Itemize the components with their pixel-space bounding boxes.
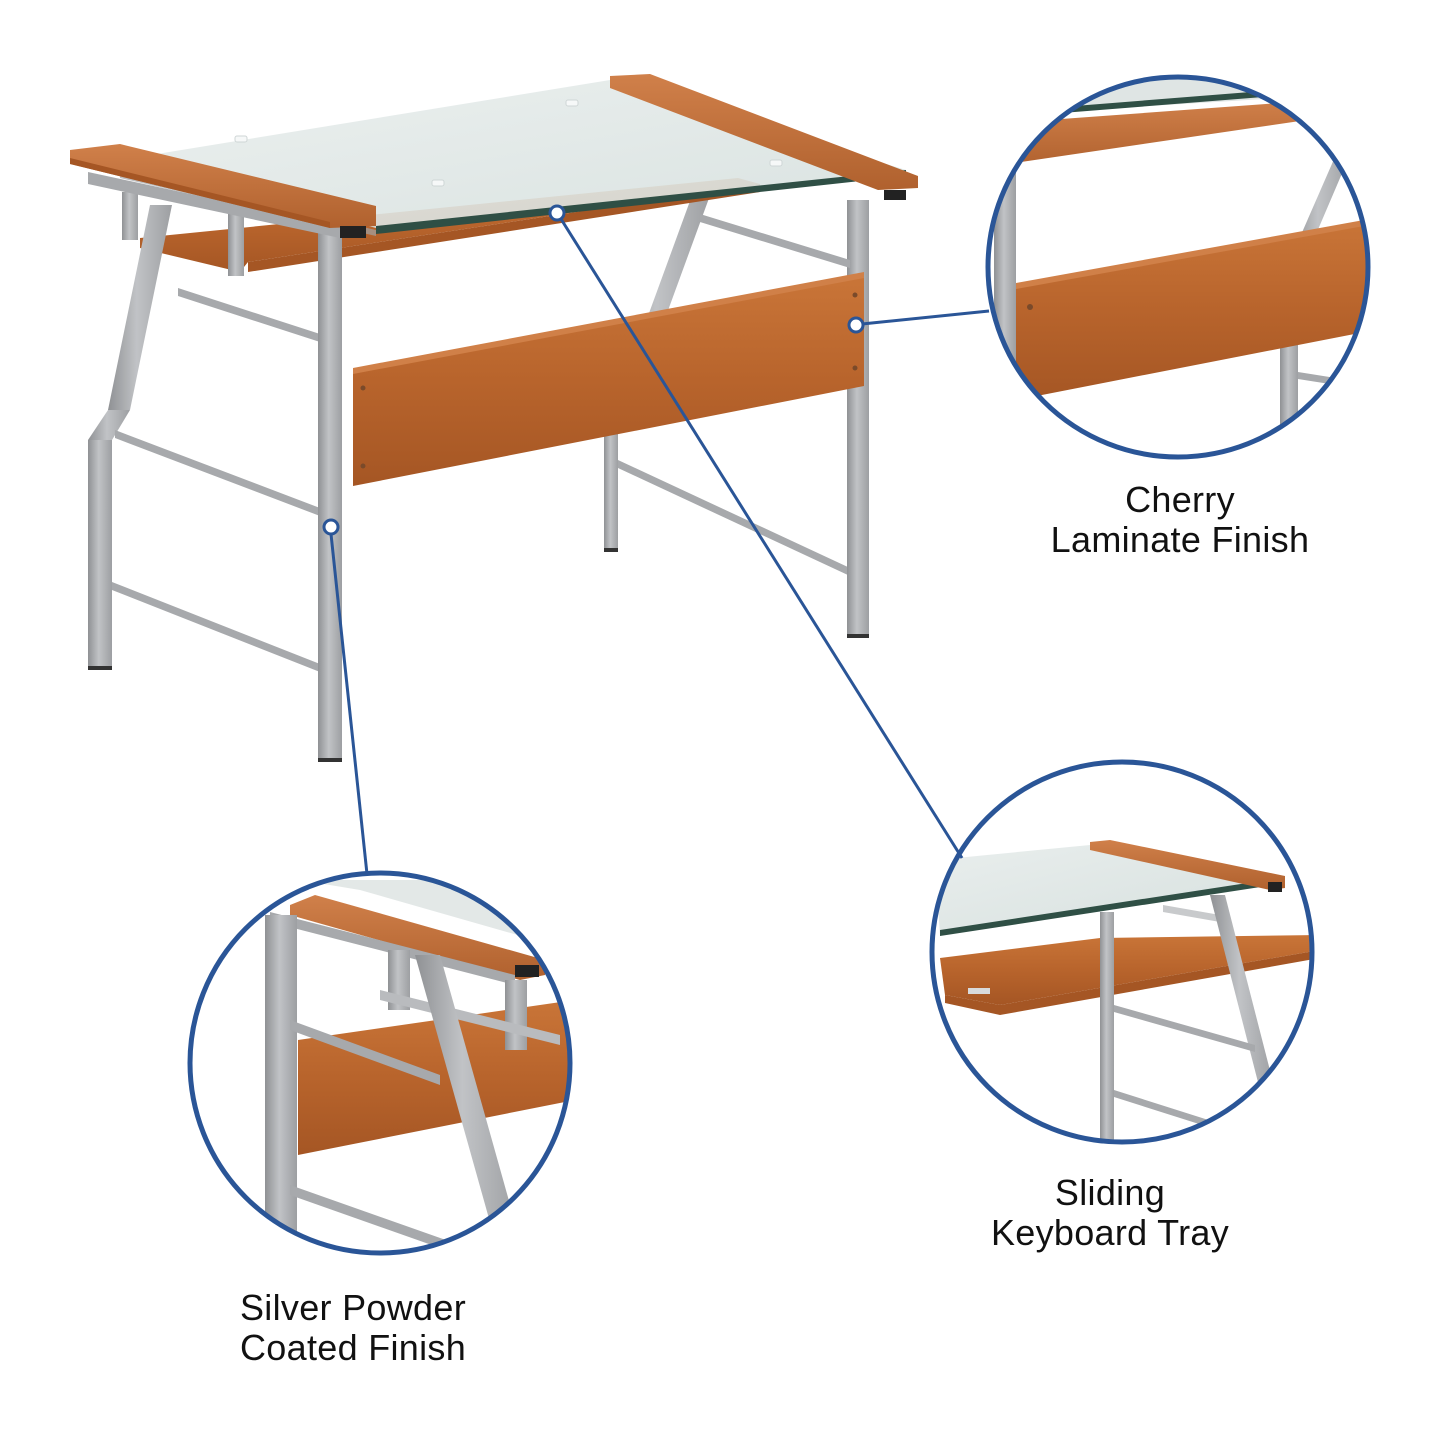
callout-circle-sliding <box>929 759 1315 1145</box>
caption-cherry-line-2: Laminate Finish <box>1050 519 1310 560</box>
caption-silver-powder: Silver Powder Coated Finish <box>240 1288 540 1368</box>
caption-sliding-tray: Sliding Keyboard Tray <box>960 1173 1260 1253</box>
caption-silver-line-1: Silver Powder <box>240 1287 466 1328</box>
callout-sliding-tray <box>548 204 1315 1145</box>
caption-sliding-line-1: Sliding <box>1054 1172 1166 1213</box>
anchor-dot-silver <box>322 518 340 536</box>
caption-cherry-laminate: Cherry Laminate Finish <box>1020 480 1340 560</box>
anchor-dot-cherry <box>847 316 865 334</box>
leader-line-cherry <box>861 309 990 326</box>
callout-circle-cherry <box>985 74 1371 460</box>
callout-silver-powder <box>187 518 573 1256</box>
callout-cherry-laminate <box>847 74 1371 460</box>
leader-line-sliding <box>559 218 964 859</box>
caption-sliding-line-2: Keyboard Tray <box>990 1212 1230 1253</box>
main-desk <box>70 74 918 762</box>
leader-line-silver <box>329 533 369 875</box>
callout-circle-silver <box>187 870 573 1256</box>
caption-silver-line-2: Coated Finish <box>240 1327 467 1368</box>
caption-cherry-line-1: Cherry <box>1125 479 1235 520</box>
anchor-dot-sliding <box>548 204 566 222</box>
